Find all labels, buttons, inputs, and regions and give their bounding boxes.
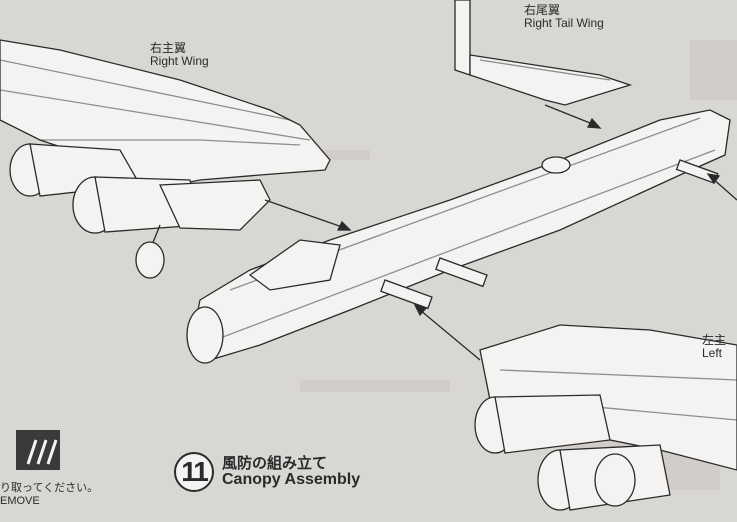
- cut-parts-icon: [16, 430, 60, 470]
- remove-note-jp: り取ってください。: [0, 482, 99, 494]
- right-tail-wing-label-jp: 右尾翼: [524, 3, 561, 17]
- step-title-jp: 風防の組み立て: [222, 453, 328, 472]
- right-tail-wing-part: [454, 0, 633, 106]
- left-wing-label-en: Left: [702, 345, 723, 360]
- right-wing-label-jp: 右主翼: [150, 41, 187, 55]
- step-title: 風防の組み立て Canopy Assembly: [222, 455, 360, 489]
- assembly-direction-arrow: [264, 104, 737, 361]
- step-number-badge: 11: [174, 452, 214, 492]
- remove-note-en: EMOVE: [0, 494, 40, 507]
- left-wing-label: 左主 Left: [702, 334, 726, 359]
- right-wing-label: 右主翼 Right Wing: [150, 42, 209, 67]
- step-heading: 11 風防の組み立て Canopy Assembly: [174, 452, 360, 492]
- right-tail-wing-label-en: Right Tail Wing: [524, 15, 604, 30]
- remove-note: り取ってください。 EMOVE: [0, 482, 98, 507]
- right-wing-label-en: Right Wing: [150, 53, 209, 68]
- step-title-en: Canopy Assembly: [222, 471, 361, 489]
- left-wing-part: [474, 324, 737, 511]
- right-tail-wing-label: 右尾翼 Right Tail Wing: [524, 4, 604, 29]
- right-wing-part: [0, 39, 331, 279]
- left-wing-label-jp: 左主: [702, 333, 727, 347]
